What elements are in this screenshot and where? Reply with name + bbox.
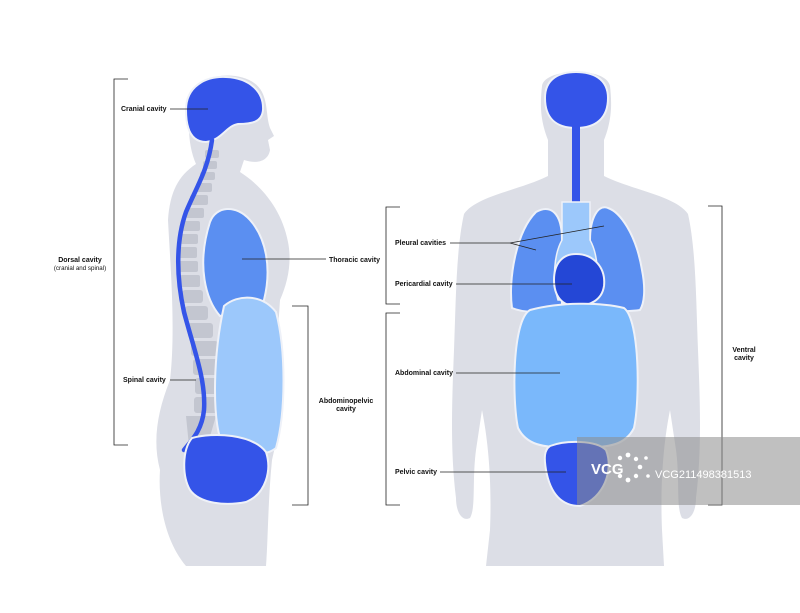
watermark-logo-icon	[617, 452, 650, 483]
side-view-figure	[156, 75, 290, 566]
front-abdominal-cavity	[513, 302, 639, 450]
label-spinal-cavity: Spinal cavity	[123, 377, 166, 384]
label-ventral-line2: cavity	[734, 355, 754, 362]
side-thoracic-cavity	[202, 208, 269, 318]
label-dorsal-cavity: Dorsal cavity	[58, 257, 102, 264]
label-dorsal-cavity-sub: (cranial and spinal)	[54, 265, 106, 272]
label-abdominopelvic-line2: cavity	[336, 406, 356, 413]
watermark-code: VCG211498381513	[655, 469, 751, 481]
labels: Cranial cavity Dorsal cavity (cranial an…	[54, 106, 756, 476]
leader-lines	[170, 108, 605, 473]
label-pelvic-cavity: Pelvic cavity	[395, 469, 437, 476]
side-spinal-canal	[175, 137, 215, 453]
front-pericardial-cavity	[552, 252, 606, 308]
label-pleural-cavities: Pleural cavities	[395, 240, 446, 247]
label-pericardial-cavity: Pericardial cavity	[395, 281, 453, 288]
label-abdominopelvic-line1: Abdominopelvic	[319, 398, 374, 405]
label-thoracic-cavity: Thoracic cavity	[329, 257, 380, 264]
front-cranial-cavity	[543, 70, 610, 130]
watermark-background	[577, 437, 800, 505]
label-cranial-cavity: Cranial cavity	[121, 106, 167, 113]
front-spinal-canal	[572, 126, 580, 202]
watermark-logo-text: VCG	[591, 461, 624, 478]
vcg-watermark: VCG VCG211498381513	[577, 437, 800, 505]
side-cranial-cavity	[184, 75, 265, 144]
label-abdominal-cavity: Abdominal cavity	[395, 370, 453, 377]
label-ventral-line1: Ventral	[732, 347, 755, 354]
side-pelvic-cavity	[183, 433, 270, 505]
side-abdominal-cavity	[214, 296, 285, 455]
brackets	[113, 78, 723, 506]
